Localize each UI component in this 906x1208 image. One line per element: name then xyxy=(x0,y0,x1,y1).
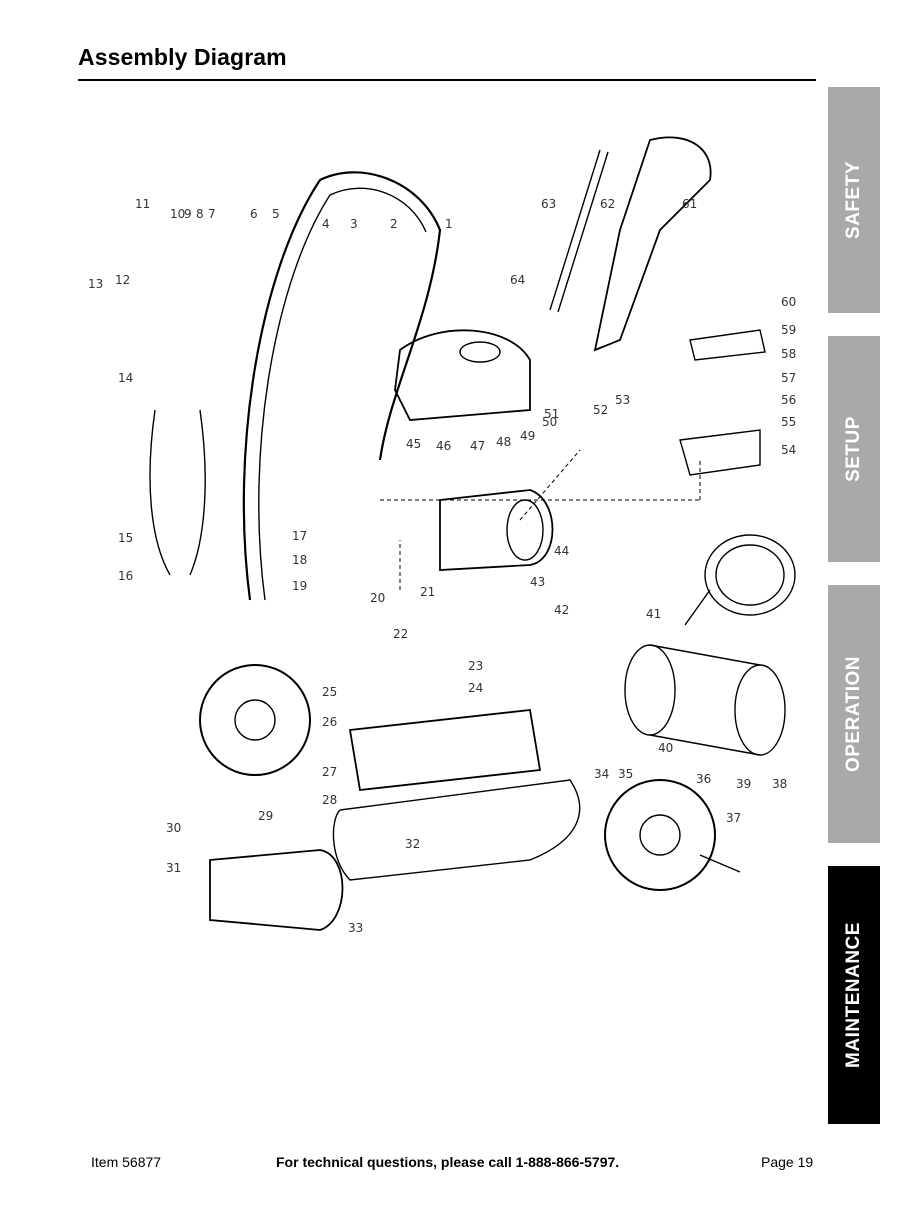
part-callout-24: 24 xyxy=(468,681,483,695)
part-callout-7: 7 xyxy=(208,207,216,221)
part-callout-17: 17 xyxy=(292,529,307,543)
part-callout-22: 22 xyxy=(393,627,408,641)
part-callout-51: 51 xyxy=(544,407,559,421)
part-callout-25: 25 xyxy=(322,685,337,699)
part-callout-6: 6 xyxy=(250,207,258,221)
part-callout-38: 38 xyxy=(772,777,787,791)
tab-operation[interactable]: OPERATION xyxy=(828,585,880,843)
tab-safety[interactable]: SAFETY xyxy=(828,87,880,313)
part-callout-36: 36 xyxy=(696,772,711,786)
part-callout-9: 9 xyxy=(184,207,192,221)
part-callout-35: 35 xyxy=(618,767,633,781)
part-callout-53: 53 xyxy=(615,393,630,407)
part-callout-50: 50 xyxy=(542,415,557,429)
part-callout-49: 49 xyxy=(520,429,535,443)
part-callout-15: 15 xyxy=(118,531,133,545)
part-callout-34: 34 xyxy=(594,767,609,781)
part-callout-62: 62 xyxy=(600,197,615,211)
part-callout-56: 56 xyxy=(781,393,796,407)
part-callout-20: 20 xyxy=(370,591,385,605)
part-callout-39: 39 xyxy=(736,777,751,791)
part-callout-31: 31 xyxy=(166,861,181,875)
part-callout-5: 5 xyxy=(272,207,280,221)
part-callout-13: 13 xyxy=(88,277,103,291)
part-callout-26: 26 xyxy=(322,715,337,729)
part-callout-27: 27 xyxy=(322,765,337,779)
part-callout-14: 14 xyxy=(118,371,133,385)
part-callout-48: 48 xyxy=(496,435,511,449)
part-callout-3: 3 xyxy=(350,217,358,231)
part-callout-45: 45 xyxy=(406,437,421,451)
diagram-line-art xyxy=(149,136,796,931)
part-callout-28: 28 xyxy=(322,793,337,807)
part-callout-18: 18 xyxy=(292,553,307,567)
part-callout-46: 46 xyxy=(436,439,451,453)
part-callout-21: 21 xyxy=(420,585,435,599)
tab-safety-label: SAFETY xyxy=(843,161,864,239)
part-callout-63: 63 xyxy=(541,197,556,211)
part-callout-40: 40 xyxy=(658,741,673,755)
part-callout-30: 30 xyxy=(166,821,181,835)
part-callout-55: 55 xyxy=(781,415,796,429)
part-callout-43: 43 xyxy=(530,575,545,589)
part-callout-12: 12 xyxy=(115,273,130,287)
part-callout-61: 61 xyxy=(682,197,697,211)
page-title: Assembly Diagram xyxy=(78,44,287,70)
footer-item-number: Item 56877 xyxy=(91,1154,162,1170)
part-callout-11: 11 xyxy=(135,197,150,211)
part-callout-19: 19 xyxy=(292,579,307,593)
part-callout-4: 4 xyxy=(322,217,330,231)
part-callout-1: 1 xyxy=(445,217,453,231)
part-callout-32: 32 xyxy=(405,837,420,851)
footer-page-number: Page 19 xyxy=(761,1154,814,1170)
part-callout-59: 59 xyxy=(781,323,796,337)
part-callout-8: 8 xyxy=(196,207,204,221)
part-callout-52: 52 xyxy=(593,403,608,417)
part-callout-16: 16 xyxy=(118,569,133,583)
part-callout-42: 42 xyxy=(554,603,569,617)
part-callout-58: 58 xyxy=(781,347,796,361)
part-callout-57: 57 xyxy=(781,371,796,385)
footer-technical-contact: For technical questions, please call 1-8… xyxy=(276,1154,620,1170)
tab-setup-label: SETUP xyxy=(843,416,864,482)
part-callout-33: 33 xyxy=(348,921,363,935)
part-callout-29: 29 xyxy=(258,809,273,823)
tab-maintenance[interactable]: MAINTENANCE xyxy=(828,866,880,1124)
part-callout-44: 44 xyxy=(554,544,569,558)
part-callout-37: 37 xyxy=(726,811,741,825)
part-callout-23: 23 xyxy=(468,659,483,673)
part-callout-60: 60 xyxy=(781,295,796,309)
part-callout-10: 10 xyxy=(170,207,185,221)
part-callout-41: 41 xyxy=(646,607,661,621)
tab-maintenance-label: MAINTENANCE xyxy=(843,922,864,1068)
tab-setup[interactable]: SETUP xyxy=(828,336,880,562)
part-callout-64: 64 xyxy=(510,273,525,287)
part-callout-2: 2 xyxy=(390,217,398,231)
title-rule xyxy=(78,79,816,81)
part-callout-54: 54 xyxy=(781,443,796,457)
part-callout-47: 47 xyxy=(470,439,485,453)
tab-operation-label: OPERATION xyxy=(843,655,864,773)
